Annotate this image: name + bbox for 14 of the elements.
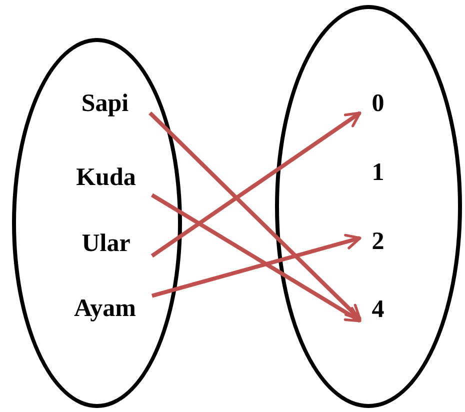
- arrow: [150, 193, 362, 323]
- node-label: 1: [372, 160, 384, 184]
- ellipse: [12, 38, 182, 408]
- node-label: 2: [372, 228, 384, 254]
- node-label: 4: [372, 296, 384, 322]
- node-label: Ular: [82, 230, 130, 256]
- node-label: Kuda: [76, 164, 136, 190]
- node-label: Sapi: [81, 90, 129, 116]
- arrow: [151, 234, 362, 298]
- node-label: 0: [372, 90, 384, 116]
- node-label: Ayam: [74, 296, 136, 320]
- arrow: [148, 111, 362, 321]
- arrow: [150, 111, 362, 258]
- ellipse: [275, 5, 462, 408]
